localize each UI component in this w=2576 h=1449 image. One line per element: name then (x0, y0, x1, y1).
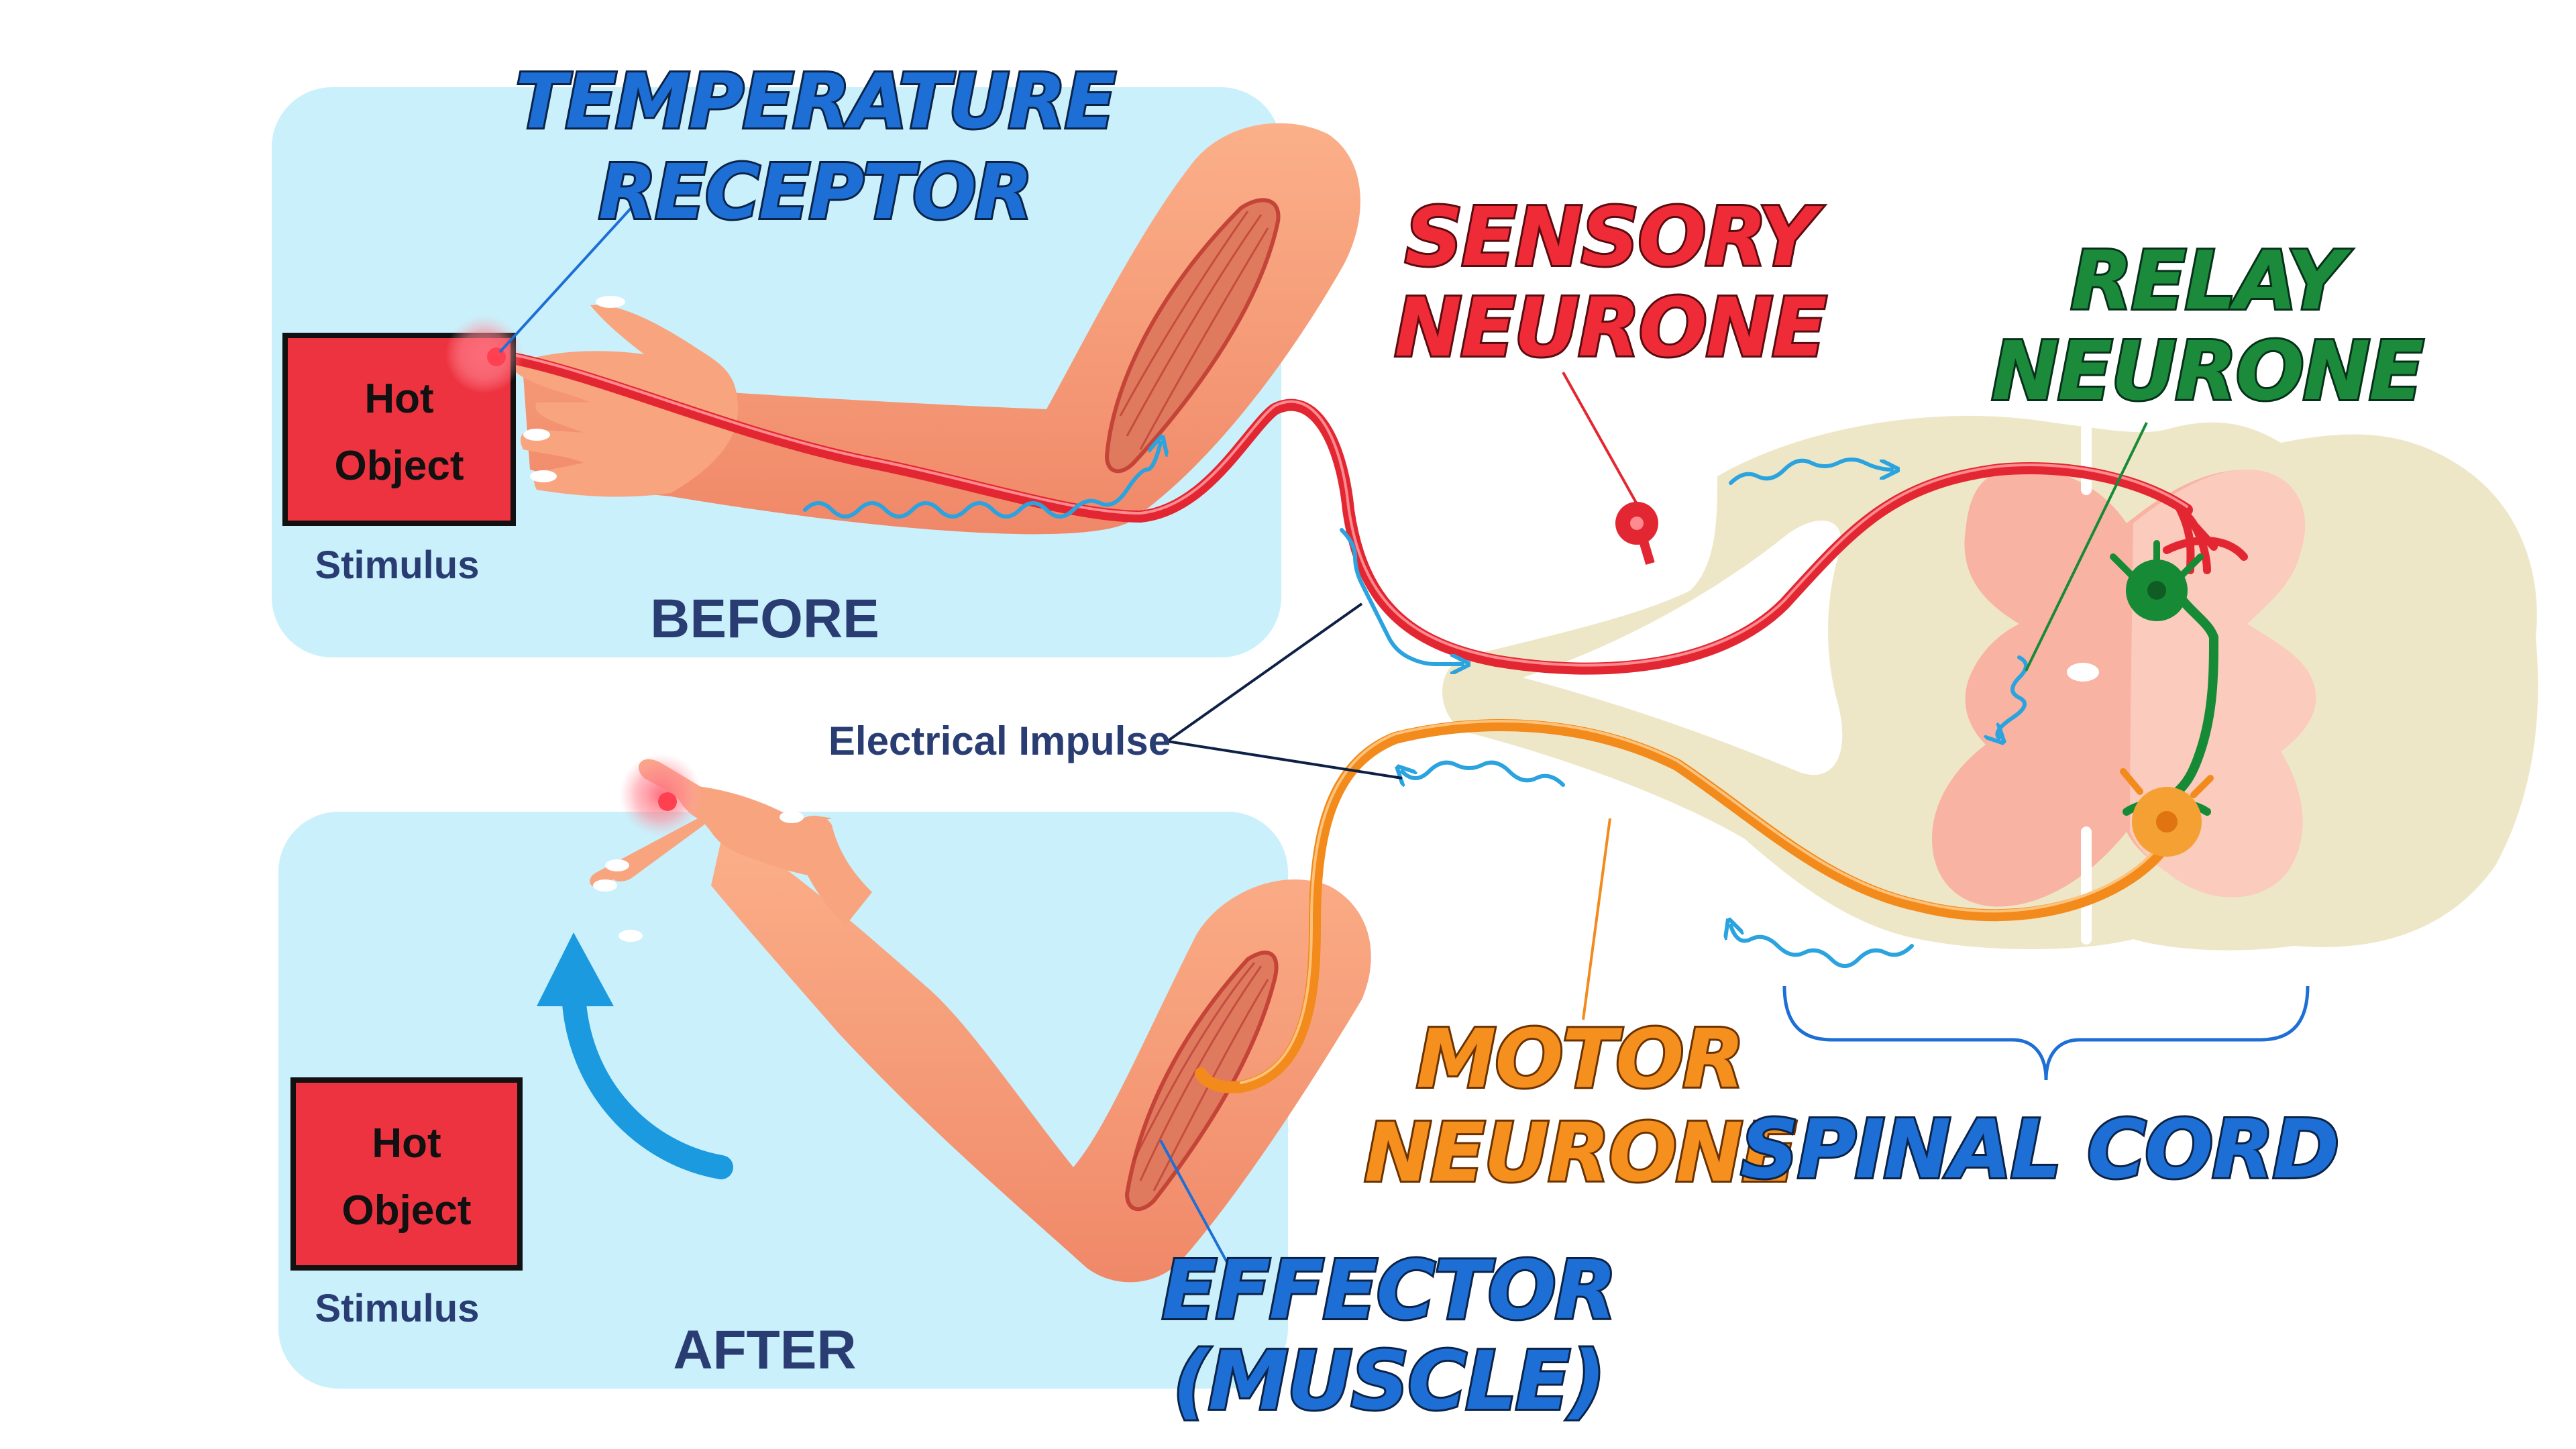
sensory-neurone-highlight (508, 353, 2188, 667)
relay-neurone-line2: NEURONE (1992, 325, 2424, 419)
sensory-neurone-line2: NEURONE (1395, 282, 1827, 375)
stimulus-label-before: Stimulus (315, 543, 480, 587)
motor-neurone-line2: NEURONE (1364, 1107, 1796, 1200)
impulse-waves (803, 443, 2028, 968)
fingernail (596, 296, 625, 308)
fingernail (523, 429, 550, 441)
central-canal (2067, 663, 2099, 682)
impulse-wave-arm (803, 443, 1161, 519)
fingernail (619, 930, 643, 942)
after-title: AFTER (673, 1320, 856, 1381)
motor-neurone-label: MOTOR NEURONE (1362, 1011, 1800, 1202)
fingertip-heat-glow (619, 753, 702, 837)
effector-leader (1159, 1140, 1242, 1289)
spinal-cord (1442, 415, 2538, 951)
motor-neurone-line1: MOTOR (1416, 1013, 1743, 1106)
receptor-heat-glow (445, 315, 523, 393)
motor-dendrite (2120, 768, 2214, 798)
thumb-after (792, 816, 872, 926)
biceps-muscle-before (1104, 198, 1281, 474)
effector-line2: (MUSCLE) (1173, 1335, 1604, 1428)
fingernail (605, 859, 629, 871)
spinal-cord-brace (1782, 985, 2310, 1081)
hot-object-after-line1: Hot (372, 1120, 441, 1167)
relay-neurone-line1: RELAY (2071, 235, 2353, 328)
hand-after (590, 759, 845, 888)
temperature-receptor-line2: RECEPTOR (598, 149, 1031, 236)
receptor-leader (498, 200, 639, 354)
hot-object-after: Hot Object (290, 1077, 523, 1271)
hot-object-after-line2: Object (342, 1187, 472, 1234)
sensory-leader (1562, 372, 1642, 511)
fingernail (530, 470, 557, 482)
withdrawal-arrow (537, 932, 733, 1179)
sensory-neurone-label: SENSORY NEURONE (1393, 189, 1830, 377)
hot-object-before-line2: Object (335, 443, 464, 489)
fingertip-dot (658, 792, 677, 811)
before-title: BEFORE (650, 588, 879, 649)
effector-label: EFFECTOR (MUSCLE) (1160, 1242, 1619, 1430)
impulse-leader-top (1166, 602, 1363, 743)
after-panel (278, 812, 1288, 1389)
spinal-cord-label: SPINAL CORD (1741, 1104, 2339, 1197)
sensory-neurone-line1: SENSORY (1405, 191, 1824, 284)
hand-before (510, 305, 738, 497)
motor-nucleus (2156, 811, 2178, 833)
stimulus-label-after: Stimulus (315, 1287, 480, 1330)
temperature-receptor-line1: TEMPERATURE (515, 58, 1116, 146)
motor-leader (1582, 818, 1611, 1020)
sensory-terminal-cup (2163, 537, 2248, 561)
hot-object-before-line1: Hot (364, 376, 433, 422)
impulse-wave-motor-bottom (1731, 926, 1914, 968)
sensory-nucleus (1630, 517, 1644, 530)
effector-line1: EFFECTOR (1162, 1244, 1615, 1338)
motor-neurone-axon (1195, 718, 2166, 1093)
impulse-wave-ganglion (1729, 458, 1892, 485)
impulse-wave-descend (1340, 528, 1462, 664)
impulse-wave-relay (1998, 655, 2028, 738)
relay-neurone-label: RELAY NEURONE (1990, 233, 2427, 421)
relay-nucleus (2147, 581, 2166, 600)
arm-after-skin (711, 825, 1371, 1283)
electrical-impulse-label: Electrical Impulse (828, 718, 1171, 763)
relay-neurone (2110, 540, 2219, 816)
temperature-receptor-label: TEMPERATURE RECEPTOR (513, 56, 1119, 238)
impulse-leader-bottom (1167, 740, 1403, 780)
spinal-notch (1523, 521, 1843, 775)
fingernail (593, 879, 617, 892)
leader-lines (498, 200, 2148, 1289)
relay-leader (2025, 422, 2148, 672)
motor-neurone-highlight (1240, 719, 2159, 1084)
impulse-wave-motor-top (1402, 760, 1565, 785)
fingernail (780, 811, 804, 823)
